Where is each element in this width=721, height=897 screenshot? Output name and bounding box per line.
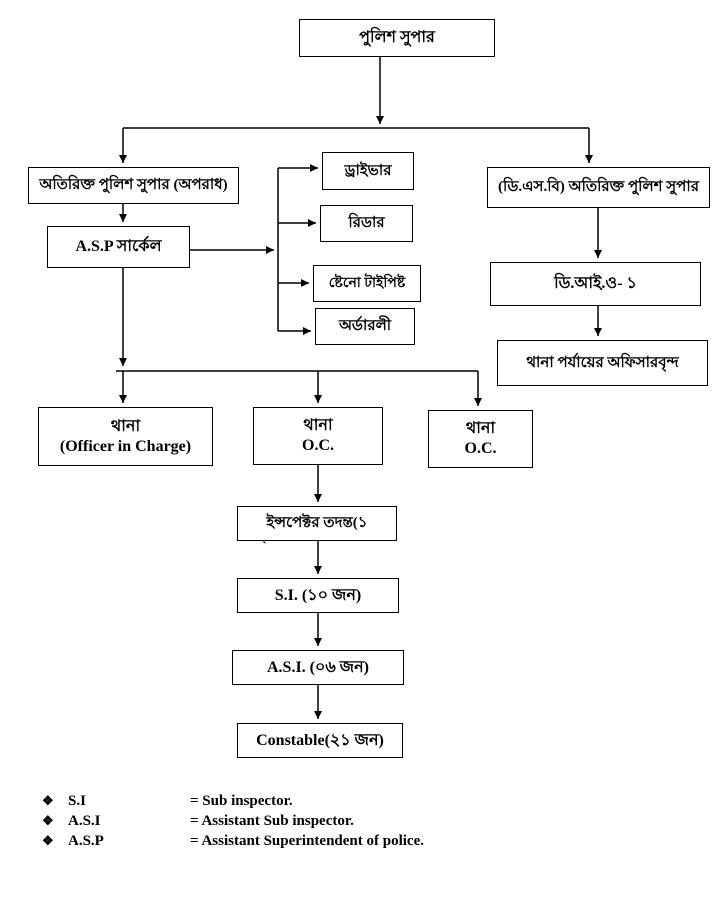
node-label: S.I. (১০ জন): [274, 586, 362, 604]
node-label-line2: O.C.: [302, 437, 334, 454]
node-label-line1: থানা: [303, 417, 333, 434]
node-asp-circle: A.S.P সার্কেল: [47, 226, 190, 268]
node-additional-police-super-crime: অতিরিক্ত পুলিশ সুপার (অপরাধ): [28, 167, 239, 204]
node-label-line2: (Officer in Charge): [59, 437, 192, 455]
node-asi: A.S.I. (০৬ জন): [232, 650, 404, 685]
node-label-line2: O.C.: [464, 440, 497, 457]
node-label: A.S.P সার্কেল: [75, 238, 162, 255]
diamond-bullet-icon: ❖: [42, 793, 54, 808]
legend-term: A.S.P: [68, 833, 104, 849]
node-label: ইন্সপেক্টর তদন্ত(১: [266, 515, 368, 532]
abbreviation-legend: ❖ S.I = Sub inspector. ❖ A.S.I = Assista…: [42, 791, 602, 851]
diamond-bullet-icon: ❖: [42, 833, 54, 848]
node-label: থানা পর্যায়ের অফিসারবৃন্দ: [526, 354, 679, 371]
node-inspector-investigation: ইন্সপেক্টর তদন্ত(১: [237, 506, 397, 541]
node-police-super: পুলিশ সুপার: [299, 19, 495, 57]
legend-definition: = Sub inspector.: [190, 793, 293, 809]
legend-row-asi: ❖ A.S.I = Assistant Sub inspector.: [42, 811, 602, 831]
node-orderly: অর্ডারলী: [315, 308, 415, 345]
node-driver: ড্রাইভার: [322, 152, 414, 190]
node-constable: Constable(২১ জন): [237, 723, 403, 758]
node-label-line1: থানা: [110, 417, 141, 435]
node-dsb-additional-police-super: (ডি.এস.বি) অতিরিক্ত পুলিশ সুপার: [487, 167, 710, 208]
legend-row-si: ❖ S.I = Sub inspector.: [42, 791, 602, 811]
stray-tick-mark: `: [262, 540, 267, 555]
node-thana-oc-middle: থানা O.C.: [253, 407, 383, 465]
node-label: (ডি.এস.বি) অতিরিক্ত পুলিশ সুপার: [498, 179, 699, 196]
node-steno-typist: ষ্টেনো টাইপিষ্ট: [313, 265, 421, 302]
node-thana-officer-in-charge: থানা (Officer in Charge): [38, 407, 213, 466]
node-label: রিডার: [348, 215, 385, 232]
legend-definition: = Assistant Sub inspector.: [190, 813, 354, 829]
node-label: অর্ডারলী: [338, 318, 392, 335]
node-dio-1: ডি.আই.ও- ১: [490, 262, 701, 306]
node-label: A.S.I. (০৬ জন): [266, 658, 369, 676]
node-si: S.I. (১০ জন): [237, 578, 399, 613]
node-label: ষ্টেনো টাইপিষ্ট: [328, 275, 406, 291]
legend-term: S.I: [68, 793, 86, 809]
node-label: পুলিশ সুপার: [359, 29, 435, 46]
legend-row-asp: ❖ A.S.P = Assistant Superintendent of po…: [42, 831, 602, 851]
node-label: ডি.আই.ও- ১: [554, 275, 637, 292]
diamond-bullet-icon: ❖: [42, 813, 54, 828]
node-reader: রিডার: [320, 205, 413, 242]
legend-definition: = Assistant Superintendent of police.: [190, 833, 424, 849]
node-label: Constable(২১ জন): [256, 731, 384, 749]
node-thana-oc-right: থানা O.C.: [428, 410, 533, 468]
node-label-line1: থানা: [465, 420, 496, 437]
legend-term: A.S.I: [68, 813, 101, 829]
node-label: অতিরিক্ত পুলিশ সুপার (অপরাধ): [39, 177, 228, 194]
node-label: ড্রাইভার: [344, 162, 392, 179]
node-thana-level-officers: থানা পর্যায়ের অফিসারবৃন্দ: [497, 340, 708, 386]
